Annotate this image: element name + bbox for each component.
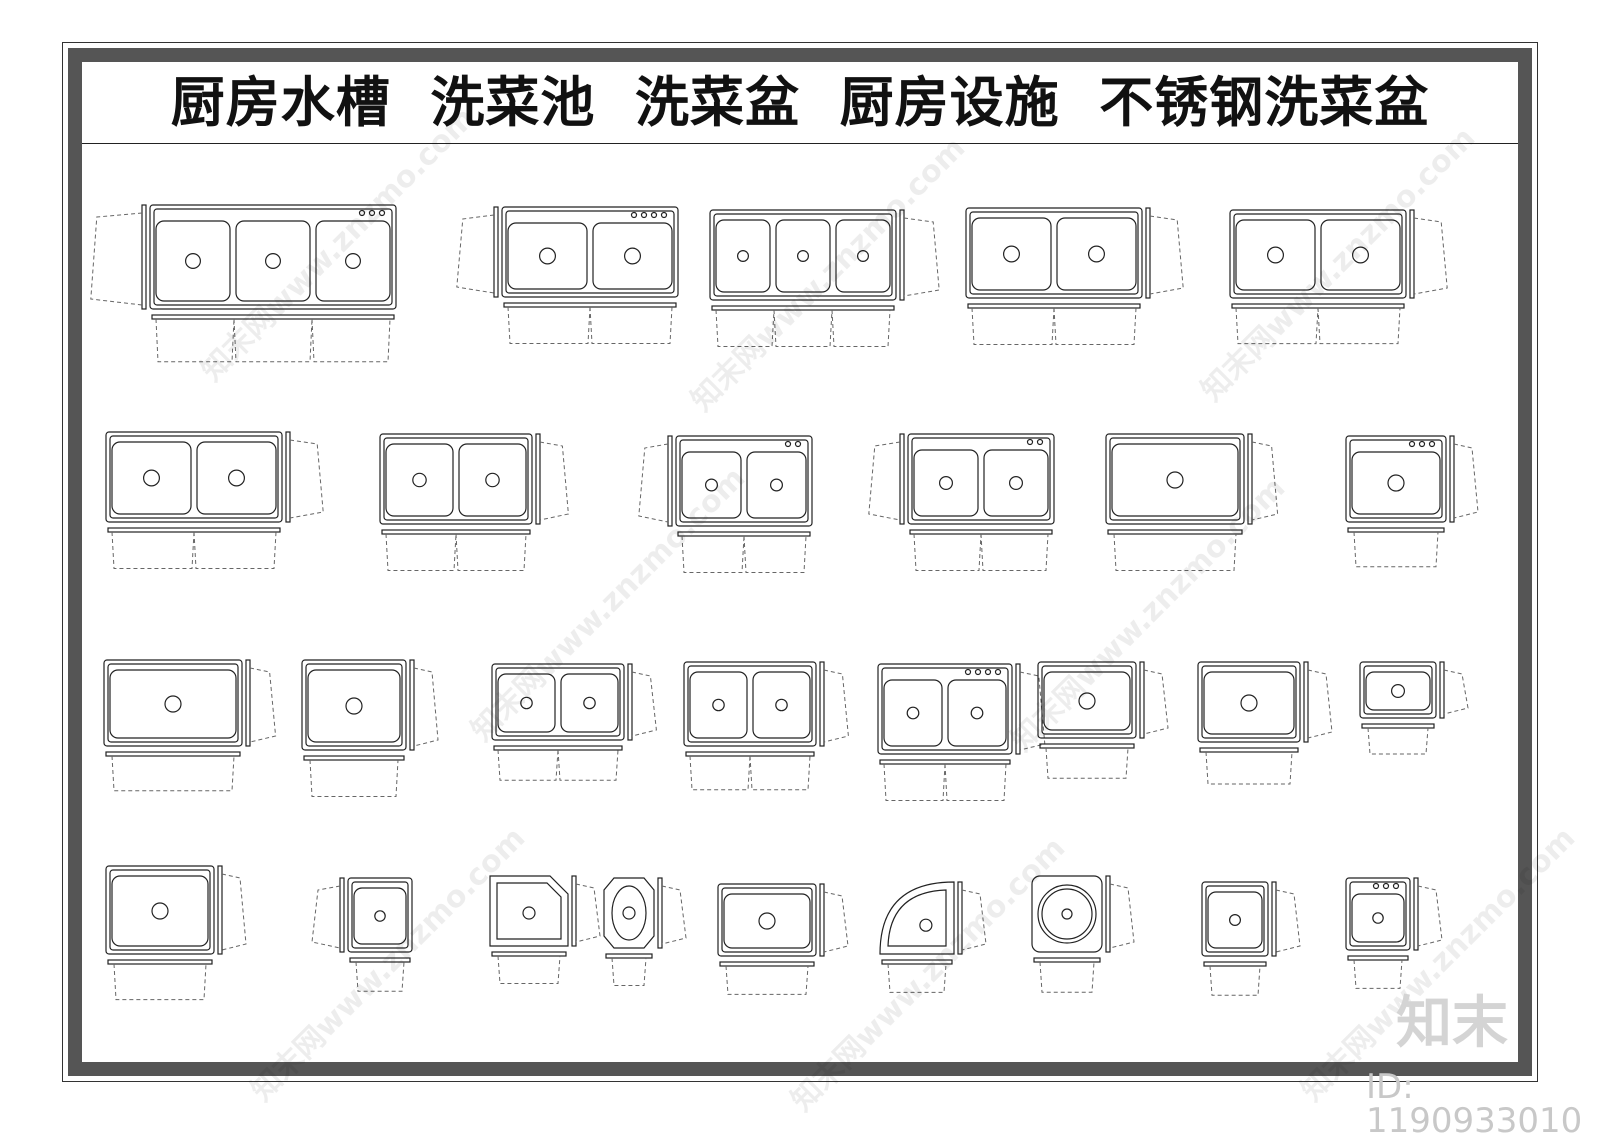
sink-4-2 — [311, 877, 413, 992]
sink-4-4 — [603, 877, 687, 986]
sink-3-8 — [1359, 661, 1469, 755]
sink-1-2 — [456, 206, 679, 344]
sink-1-1 — [90, 204, 397, 363]
sink-1-5 — [1229, 209, 1448, 345]
sink-3-6 — [1037, 661, 1169, 779]
sink-3-5 — [877, 663, 1046, 801]
sink-3-1 — [103, 659, 277, 792]
sink-4-7 — [1031, 875, 1135, 993]
sink-4-9 — [1345, 877, 1443, 989]
sink-4-5 — [717, 883, 849, 995]
sink-1-3 — [709, 209, 940, 347]
sink-1-4 — [965, 207, 1184, 345]
sink-2-6 — [1345, 435, 1479, 568]
sink-3-2 — [301, 659, 439, 797]
sink-4-6 — [879, 881, 987, 993]
page-title: 厨房水槽 洗菜池 洗菜盆 厨房设施 不锈钢洗菜盆 — [170, 70, 1430, 134]
title-band: 厨房水槽 洗菜池 洗菜盆 厨房设施 不锈钢洗菜盆 — [82, 62, 1518, 144]
brand-logo-text: 知末 — [1396, 991, 1508, 1056]
sink-2-2 — [379, 433, 569, 571]
sink-4-8 — [1201, 881, 1301, 996]
sink-3-3 — [491, 663, 657, 781]
sink-2-4 — [868, 433, 1055, 571]
sink-3-7 — [1197, 661, 1333, 785]
image-id-label: ID: 1190933010 — [1366, 1067, 1583, 1141]
sink-4-1 — [105, 865, 247, 1001]
sink-2-3 — [638, 435, 813, 573]
sink-3-4 — [683, 661, 849, 791]
sink-2-1 — [105, 431, 324, 569]
sink-4-3 — [489, 875, 601, 984]
sink-2-5 — [1105, 433, 1279, 571]
drawing-border — [68, 48, 1532, 1076]
